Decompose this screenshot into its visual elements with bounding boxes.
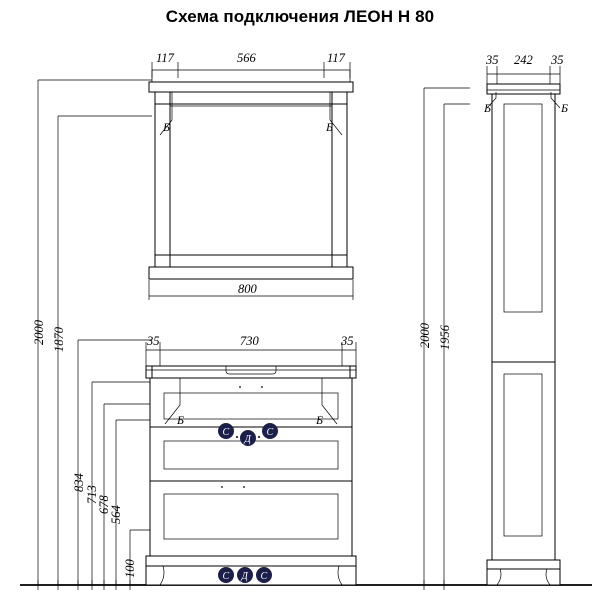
marker-label-c-mid-left: С <box>223 427 230 438</box>
marker-b-tall-left: Б <box>483 101 491 115</box>
tall-body <box>491 93 556 561</box>
marker-label-c-bot-left: С <box>223 571 230 582</box>
mirror-leader-left <box>159 92 173 136</box>
left-dimension-labels: 2000 1870 834 713 678 564 100 <box>32 319 137 578</box>
vanity-drawer-1[interactable] <box>150 386 352 428</box>
tall-door-lower-panel <box>503 373 543 537</box>
dim-117-right: 117 <box>327 51 346 65</box>
marker-circle-c-mid-left[interactable] <box>218 423 234 439</box>
left-dimension-lines <box>37 79 152 590</box>
marker-circle-d-mid[interactable] <box>240 430 256 446</box>
tall-leader-left <box>486 92 497 109</box>
drawer-3-handle-dot-right <box>243 486 245 488</box>
tall-leg-band <box>486 568 561 586</box>
tall-door-lower[interactable] <box>503 373 543 537</box>
vanity-plinth <box>145 555 357 567</box>
dim-100: 100 <box>123 559 137 579</box>
connection-markers-middle: С Д С <box>218 423 278 446</box>
drawer-1-panel <box>163 392 339 420</box>
mirror-cornice <box>148 81 354 93</box>
dim-35-tall-left: 35 <box>485 53 499 67</box>
vanity-leader-right <box>321 378 338 425</box>
dim-35-vanity-left: 35 <box>146 334 160 348</box>
mirror-leader-right <box>329 92 343 136</box>
marker-label-d-mid: Д <box>244 434 252 445</box>
vanity-leg-left <box>159 565 165 586</box>
dim-678: 678 <box>97 495 111 515</box>
connection-markers-bottom: С Д С <box>218 567 272 583</box>
dim-730: 730 <box>240 334 260 348</box>
washbasin-slab <box>145 365 357 379</box>
right-dimension-labels: 2000 1956 <box>418 322 452 350</box>
dim-35-tall-right: 35 <box>550 53 564 67</box>
dim-834: 834 <box>72 473 86 492</box>
tall-leg-left <box>496 568 502 586</box>
drawer-3-handle-dot-left <box>221 486 223 488</box>
tall-leg-right <box>545 568 551 586</box>
marker-label-c-bot-right: С <box>261 571 268 582</box>
tall-leader-right <box>550 92 561 109</box>
marker-circle-c-mid-right[interactable] <box>262 423 278 439</box>
vanity-unit-view: 35 730 35 <box>145 334 357 586</box>
dim-566: 566 <box>237 51 257 65</box>
marker-dot-mid-2 <box>258 436 260 438</box>
mirror-body <box>154 91 348 268</box>
vanity-leader-left <box>164 378 181 425</box>
drawer-1-handle-dot-left <box>239 386 241 388</box>
mirror-plinth <box>148 266 354 280</box>
page-title: Схема подключения ЛЕОН Н 80 <box>165 7 435 26</box>
tall-door-upper[interactable] <box>503 103 543 313</box>
dim-800: 800 <box>238 282 258 296</box>
marker-b-mirror-left: Б <box>162 120 170 134</box>
dim-564: 564 <box>109 505 123 524</box>
vanity-leg-right <box>337 565 343 586</box>
marker-b-mirror-right: Б <box>325 120 333 134</box>
dim-1870: 1870 <box>52 326 66 352</box>
marker-label-c-mid-right: С <box>267 427 274 438</box>
tall-cabinet-view: 35 242 35 Б <box>483 53 568 586</box>
marker-circle-d-bot[interactable] <box>237 567 253 583</box>
marker-b-vanity-left: Б <box>176 413 184 427</box>
dim-242: 242 <box>514 53 533 67</box>
dim-713: 713 <box>85 485 99 504</box>
mirror-width-dimension <box>148 280 354 300</box>
dim-2000-left: 2000 <box>32 319 46 345</box>
vanity-body <box>149 377 353 557</box>
vanity-top-dimension <box>145 342 357 366</box>
marker-b-tall-right: Б <box>560 101 568 115</box>
marker-circle-c-bot-left[interactable] <box>218 567 234 583</box>
marker-b-vanity-right: Б <box>315 413 323 427</box>
mirror-top-dimension <box>151 62 351 86</box>
mirror-cabinet-view: 117 566 117 Б Б <box>148 51 354 300</box>
tall-plinth <box>486 559 561 570</box>
vanity-drawer-3[interactable] <box>163 486 339 540</box>
dim-1956: 1956 <box>438 324 452 350</box>
right-dimension-lines <box>423 87 470 590</box>
tall-cornice <box>486 83 561 95</box>
drawer-1-handle-dot-right <box>261 386 263 388</box>
dim-35-vanity-right: 35 <box>340 334 354 348</box>
drawer-3-panel <box>163 493 339 540</box>
marker-circle-c-bot-right[interactable] <box>256 567 272 583</box>
marker-label-d-bot: Д <box>241 571 249 582</box>
tall-door-upper-panel <box>503 103 543 313</box>
basin-bowl <box>225 366 277 375</box>
dim-2000-right: 2000 <box>418 322 432 348</box>
dim-117-left: 117 <box>156 51 175 65</box>
marker-dot-mid-1 <box>236 436 238 438</box>
